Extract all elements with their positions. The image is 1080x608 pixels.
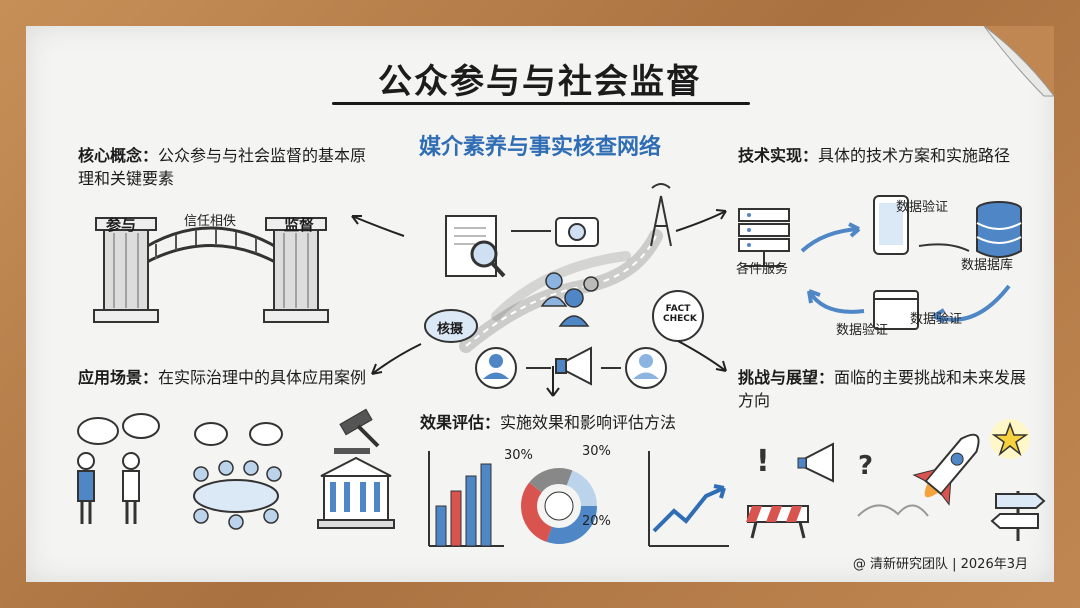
- application-section: 应用场景：在实际治理中的具体应用案例: [78, 366, 378, 389]
- donut-label-top: 30%: [582, 444, 611, 459]
- application-illustration: [66, 396, 396, 536]
- challenge-illustration: ! ?: [738, 396, 1048, 546]
- challenge-heading: 挑战与展望：: [738, 368, 834, 387]
- tech-section: 技术实现：具体的技术方案和实施路径: [738, 144, 1028, 167]
- whiteboard: 公众参与与社会监督 媒介素养与事实核查网络 核心概念：公众参与与社会监督的基本原…: [26, 26, 1054, 582]
- eval-desc: 实施效果和影响评估方法: [500, 413, 676, 432]
- verify-right-label: 数据验证: [910, 308, 962, 327]
- svg-text:?: ?: [858, 451, 873, 481]
- donut-label-left: 30%: [504, 448, 533, 463]
- donut-label-bottom: 20%: [582, 514, 611, 529]
- evaluation-section: 效果评估：实施效果和影响评估方法: [420, 411, 676, 434]
- verify-top-label: 数据验证: [896, 196, 948, 215]
- verify-code-label: 数据验证: [836, 319, 888, 338]
- tech-heading: 技术实现：: [738, 146, 818, 165]
- database-label: 数据据库: [961, 254, 1013, 273]
- app-desc: 在实际治理中的具体应用案例: [158, 368, 366, 387]
- eval-heading: 效果评估：: [420, 413, 500, 432]
- svg-text:!: !: [756, 444, 770, 479]
- app-heading: 应用场景：: [78, 368, 158, 387]
- footer-credit: @ 清新研究团队 | 2026年3月: [853, 553, 1028, 572]
- tech-desc: 具体的技术方案和实施路径: [818, 146, 1010, 165]
- evaluation-illustration: [424, 446, 744, 556]
- server-label: 各件服务: [736, 258, 788, 277]
